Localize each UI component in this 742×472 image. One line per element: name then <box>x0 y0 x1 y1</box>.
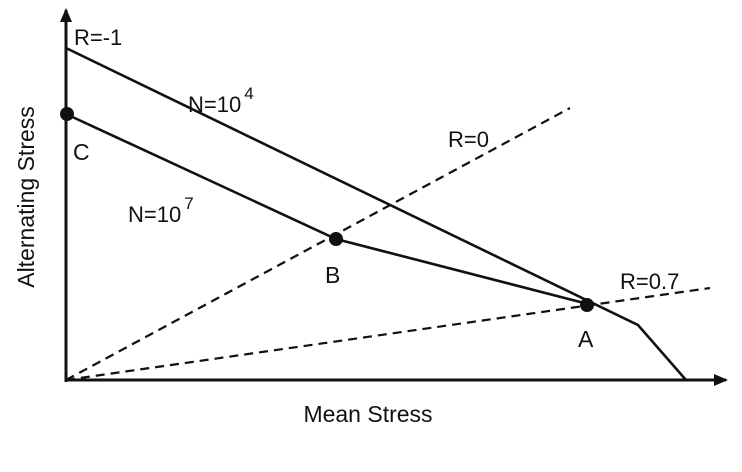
label-n-1e4-base: N=10 <box>188 92 241 117</box>
label-point-b: B <box>325 262 340 288</box>
r-0-line <box>65 107 571 381</box>
r-0.7-line <box>65 286 711 382</box>
point-a <box>580 298 594 312</box>
point-c <box>60 107 74 121</box>
label-r-0.7: R=0.7 <box>620 269 679 294</box>
point-b <box>329 232 343 246</box>
label-n-1e7-exponent: 7 <box>184 194 193 213</box>
label-r-neg1: R=-1 <box>74 25 122 50</box>
label-n-1e7-base: N=10 <box>128 202 181 227</box>
x-axis-label: Mean Stress <box>303 401 432 427</box>
label-point-a: A <box>578 326 594 352</box>
y-axis-label: Alternating Stress <box>13 106 39 288</box>
label-point-c: C <box>73 139 90 165</box>
label-r-0: R=0 <box>448 127 489 152</box>
n-1e4-line <box>65 46 687 381</box>
label-n-1e4-exponent: 4 <box>244 84 253 103</box>
